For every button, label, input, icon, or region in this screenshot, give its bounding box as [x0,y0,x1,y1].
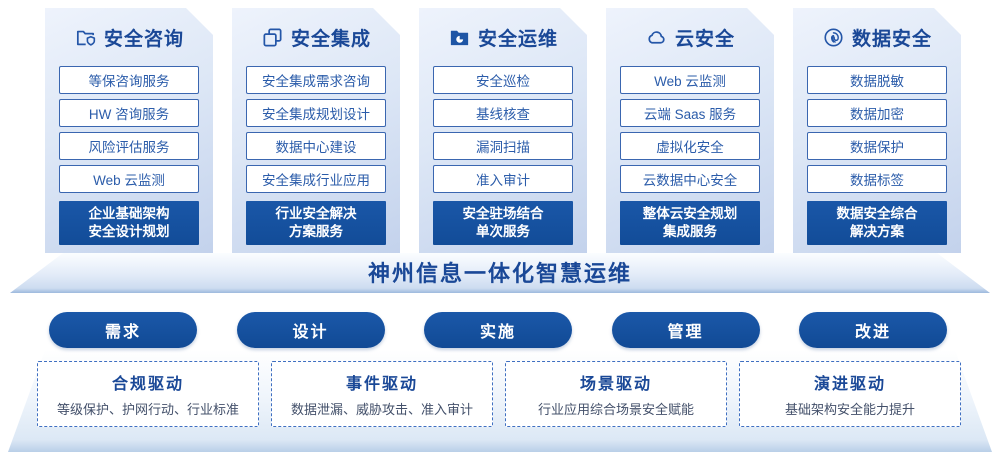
driver-title: 场景驱动 [579,376,652,393]
driver-desc: 数据泄漏、威胁攻击、准入审计 [290,402,473,417]
column-title: 云安全 [674,29,735,50]
service-item: 云数据中心安全 [620,165,760,193]
fingerprint-icon [822,26,845,49]
column-header: 数据安全 [807,24,947,51]
documents-icon [261,26,284,49]
column-cloud-security: 云安全 Web 云监测 云端 Saas 服务 虚拟化安全 云数据中心安全 整体云… [606,8,774,253]
driver-desc: 基础架构安全能力提升 [784,402,915,417]
phase-pills: 需求 设计 实施 管理 改进 [49,312,947,348]
service-item: 风险评估服务 [59,132,199,160]
service-item: 等保咨询服务 [59,66,199,94]
driver-title: 合规驱动 [111,376,184,393]
service-item: 数据加密 [807,99,947,127]
column-header: 安全集成 [246,24,386,51]
service-item: 安全集成规划设计 [246,99,386,127]
service-item: 数据标签 [807,165,947,193]
column-items: 等保咨询服务 HW 咨询服务 风险评估服务 Web 云监测 [59,66,199,193]
column-title: 数据安全 [851,29,932,50]
phase-pill-design: 设计 [236,312,385,348]
column-footer: 企业基础架构 安全设计规划 [59,201,199,245]
column-title: 安全咨询 [103,29,184,50]
driver-desc: 等级保护、护网行动、行业标准 [56,402,239,417]
service-item: 数据中心建设 [246,132,386,160]
service-item: 虚拟化安全 [620,132,760,160]
driver-evolution: 演进驱动 基础架构安全能力提升 [739,361,961,427]
column-security-integration: 安全集成 安全集成需求咨询 安全集成规划设计 数据中心建设 安全集成行业应用 行… [232,8,400,253]
column-items: Web 云监测 云端 Saas 服务 虚拟化安全 云数据中心安全 [620,66,760,193]
service-columns: 安全咨询 等保咨询服务 HW 咨询服务 风险评估服务 Web 云监测 企业基础架… [45,8,961,253]
driver-boxes: 合规驱动 等级保护、护网行动、行业标准 事件驱动 数据泄漏、威胁攻击、准入审计 … [37,361,961,427]
column-security-operations: 安全运维 安全巡检 基线核查 漏洞扫描 准入审计 安全驻场结合 单次服务 [419,8,587,253]
service-item: 安全巡检 [433,66,573,94]
column-footer: 整体云安全规划 集成服务 [620,201,760,245]
column-items: 安全集成需求咨询 安全集成规划设计 数据中心建设 安全集成行业应用 [246,66,386,193]
service-item: 基线核查 [433,99,573,127]
service-item: 数据脱敏 [807,66,947,94]
service-item: 准入审计 [433,165,573,193]
column-security-consulting: 安全咨询 等保咨询服务 HW 咨询服务 风险评估服务 Web 云监测 企业基础架… [45,8,213,253]
phase-pill-management: 管理 [611,312,760,348]
column-header: 安全运维 [433,24,573,51]
column-title: 安全运维 [477,29,558,50]
service-item: HW 咨询服务 [59,99,199,127]
driver-title: 演进驱动 [813,376,886,393]
service-item: 数据保护 [807,132,947,160]
driver-incident: 事件驱动 数据泄漏、威胁攻击、准入审计 [271,361,493,427]
service-item: 安全集成行业应用 [246,165,386,193]
service-item: Web 云监测 [620,66,760,94]
column-data-security: 数据安全 数据脱敏 数据加密 数据保护 数据标签 数据安全综合 解决方案 [793,8,961,253]
folder-chart-icon [448,26,471,49]
column-header: 云安全 [620,24,760,51]
column-items: 数据脱敏 数据加密 数据保护 数据标签 [807,66,947,193]
column-header: 安全咨询 [59,24,199,51]
driver-desc: 行业应用综合场景安全赋能 [537,402,694,417]
service-item: Web 云监测 [59,165,199,193]
cloud-icon [645,26,668,49]
column-title: 安全集成 [290,29,371,50]
column-footer: 行业安全解决 方案服务 [246,201,386,245]
phase-pill-improvement: 改进 [799,312,947,348]
service-item: 云端 Saas 服务 [620,99,760,127]
banner-title: 神州信息一体化智慧运维 [367,261,632,286]
driver-scenario: 场景驱动 行业应用综合场景安全赋能 [505,361,727,427]
phase-pill-requirement: 需求 [49,312,197,348]
platform-banner: 神州信息一体化智慧运维 [10,253,990,293]
driver-title: 事件驱动 [345,376,418,393]
column-footer: 安全驻场结合 单次服务 [433,201,573,245]
column-footer: 数据安全综合 解决方案 [807,201,947,245]
driver-compliance: 合规驱动 等级保护、护网行动、行业标准 [37,361,259,427]
service-item: 漏洞扫描 [433,132,573,160]
folder-shield-icon [74,26,97,49]
service-item: 安全集成需求咨询 [246,66,386,94]
column-items: 安全巡检 基线核查 漏洞扫描 准入审计 [433,66,573,193]
phase-pill-implementation: 实施 [424,312,572,348]
